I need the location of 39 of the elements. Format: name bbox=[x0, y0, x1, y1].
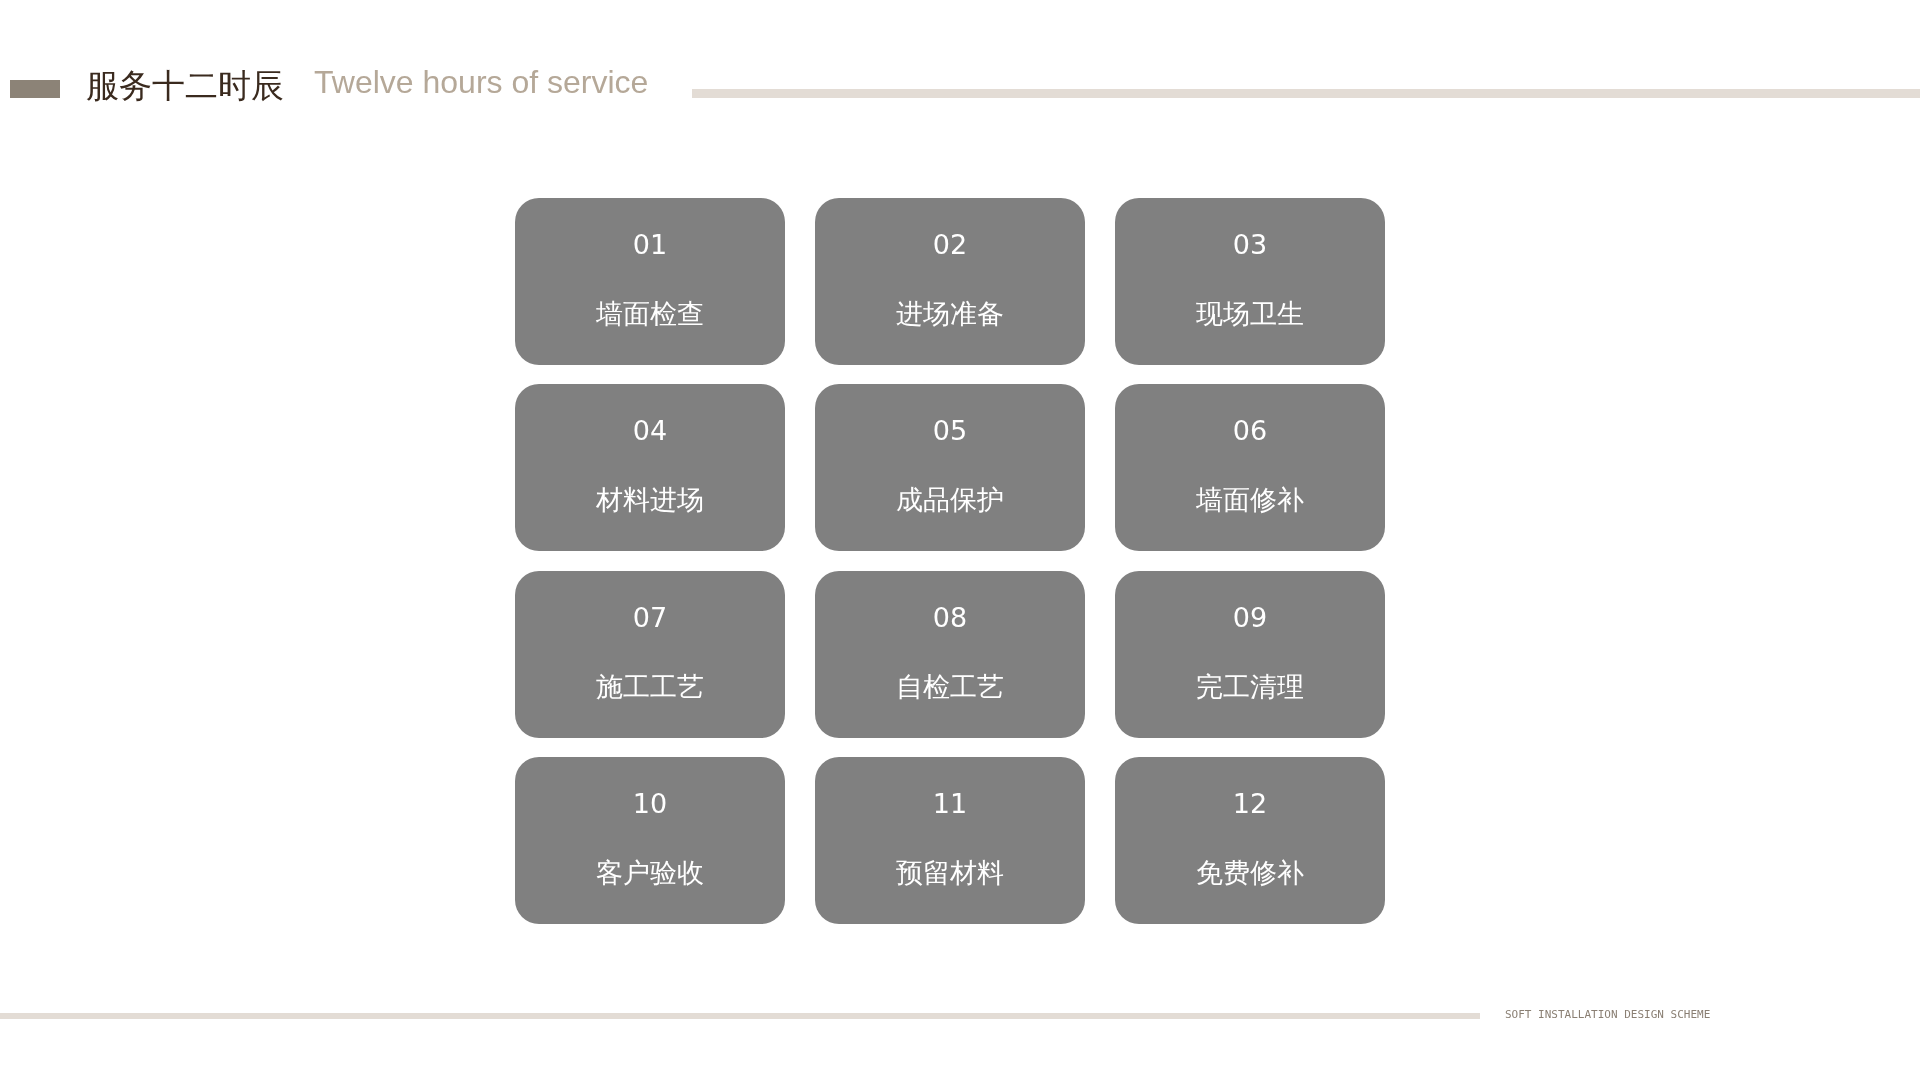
step-card bbox=[815, 384, 1085, 551]
step-card bbox=[515, 198, 785, 365]
step-label: 完工清理 bbox=[1195, 670, 1305, 704]
step-number: 09 bbox=[1231, 601, 1269, 635]
step-number: 12 bbox=[1231, 787, 1269, 821]
step-card bbox=[1115, 384, 1385, 551]
step-card bbox=[1115, 198, 1385, 365]
step-label: 墙面检查 bbox=[595, 297, 705, 331]
step-number: 04 bbox=[631, 414, 669, 448]
step-number: 08 bbox=[931, 601, 969, 635]
step-card bbox=[1115, 757, 1385, 924]
step-card bbox=[815, 571, 1085, 738]
step-label: 免费修补 bbox=[1195, 856, 1305, 890]
step-label: 自检工艺 bbox=[895, 670, 1005, 704]
step-label: 墙面修补 bbox=[1195, 483, 1305, 517]
step-label: 客户验收 bbox=[595, 856, 705, 890]
step-number: 01 bbox=[631, 228, 669, 262]
step-label: 现场卫生 bbox=[1195, 297, 1305, 331]
step-number: 07 bbox=[631, 601, 669, 635]
step-card bbox=[515, 571, 785, 738]
step-card bbox=[815, 198, 1085, 365]
subtitle: Twelve hours of service bbox=[314, 64, 649, 101]
step-number: 06 bbox=[1231, 414, 1269, 448]
step-label: 进场准备 bbox=[895, 297, 1005, 331]
step-number: 10 bbox=[631, 787, 669, 821]
step-label: 施工工艺 bbox=[595, 670, 705, 704]
title: 服务十二时辰 bbox=[86, 65, 284, 107]
step-card bbox=[515, 384, 785, 551]
step-card bbox=[815, 757, 1085, 924]
step-card bbox=[1115, 571, 1385, 738]
step-number: 05 bbox=[931, 414, 969, 448]
step-number: 02 bbox=[931, 228, 969, 262]
step-number: 11 bbox=[931, 787, 969, 821]
step-label: 材料进场 bbox=[595, 483, 705, 517]
step-label: 预留材料 bbox=[895, 856, 1005, 890]
step-label: 成品保护 bbox=[895, 483, 1005, 517]
step-card bbox=[515, 757, 785, 924]
footer-text: SOFT INSTALLATION DESIGN SCHEME bbox=[1505, 1008, 1711, 1021]
step-number: 03 bbox=[1231, 228, 1269, 262]
